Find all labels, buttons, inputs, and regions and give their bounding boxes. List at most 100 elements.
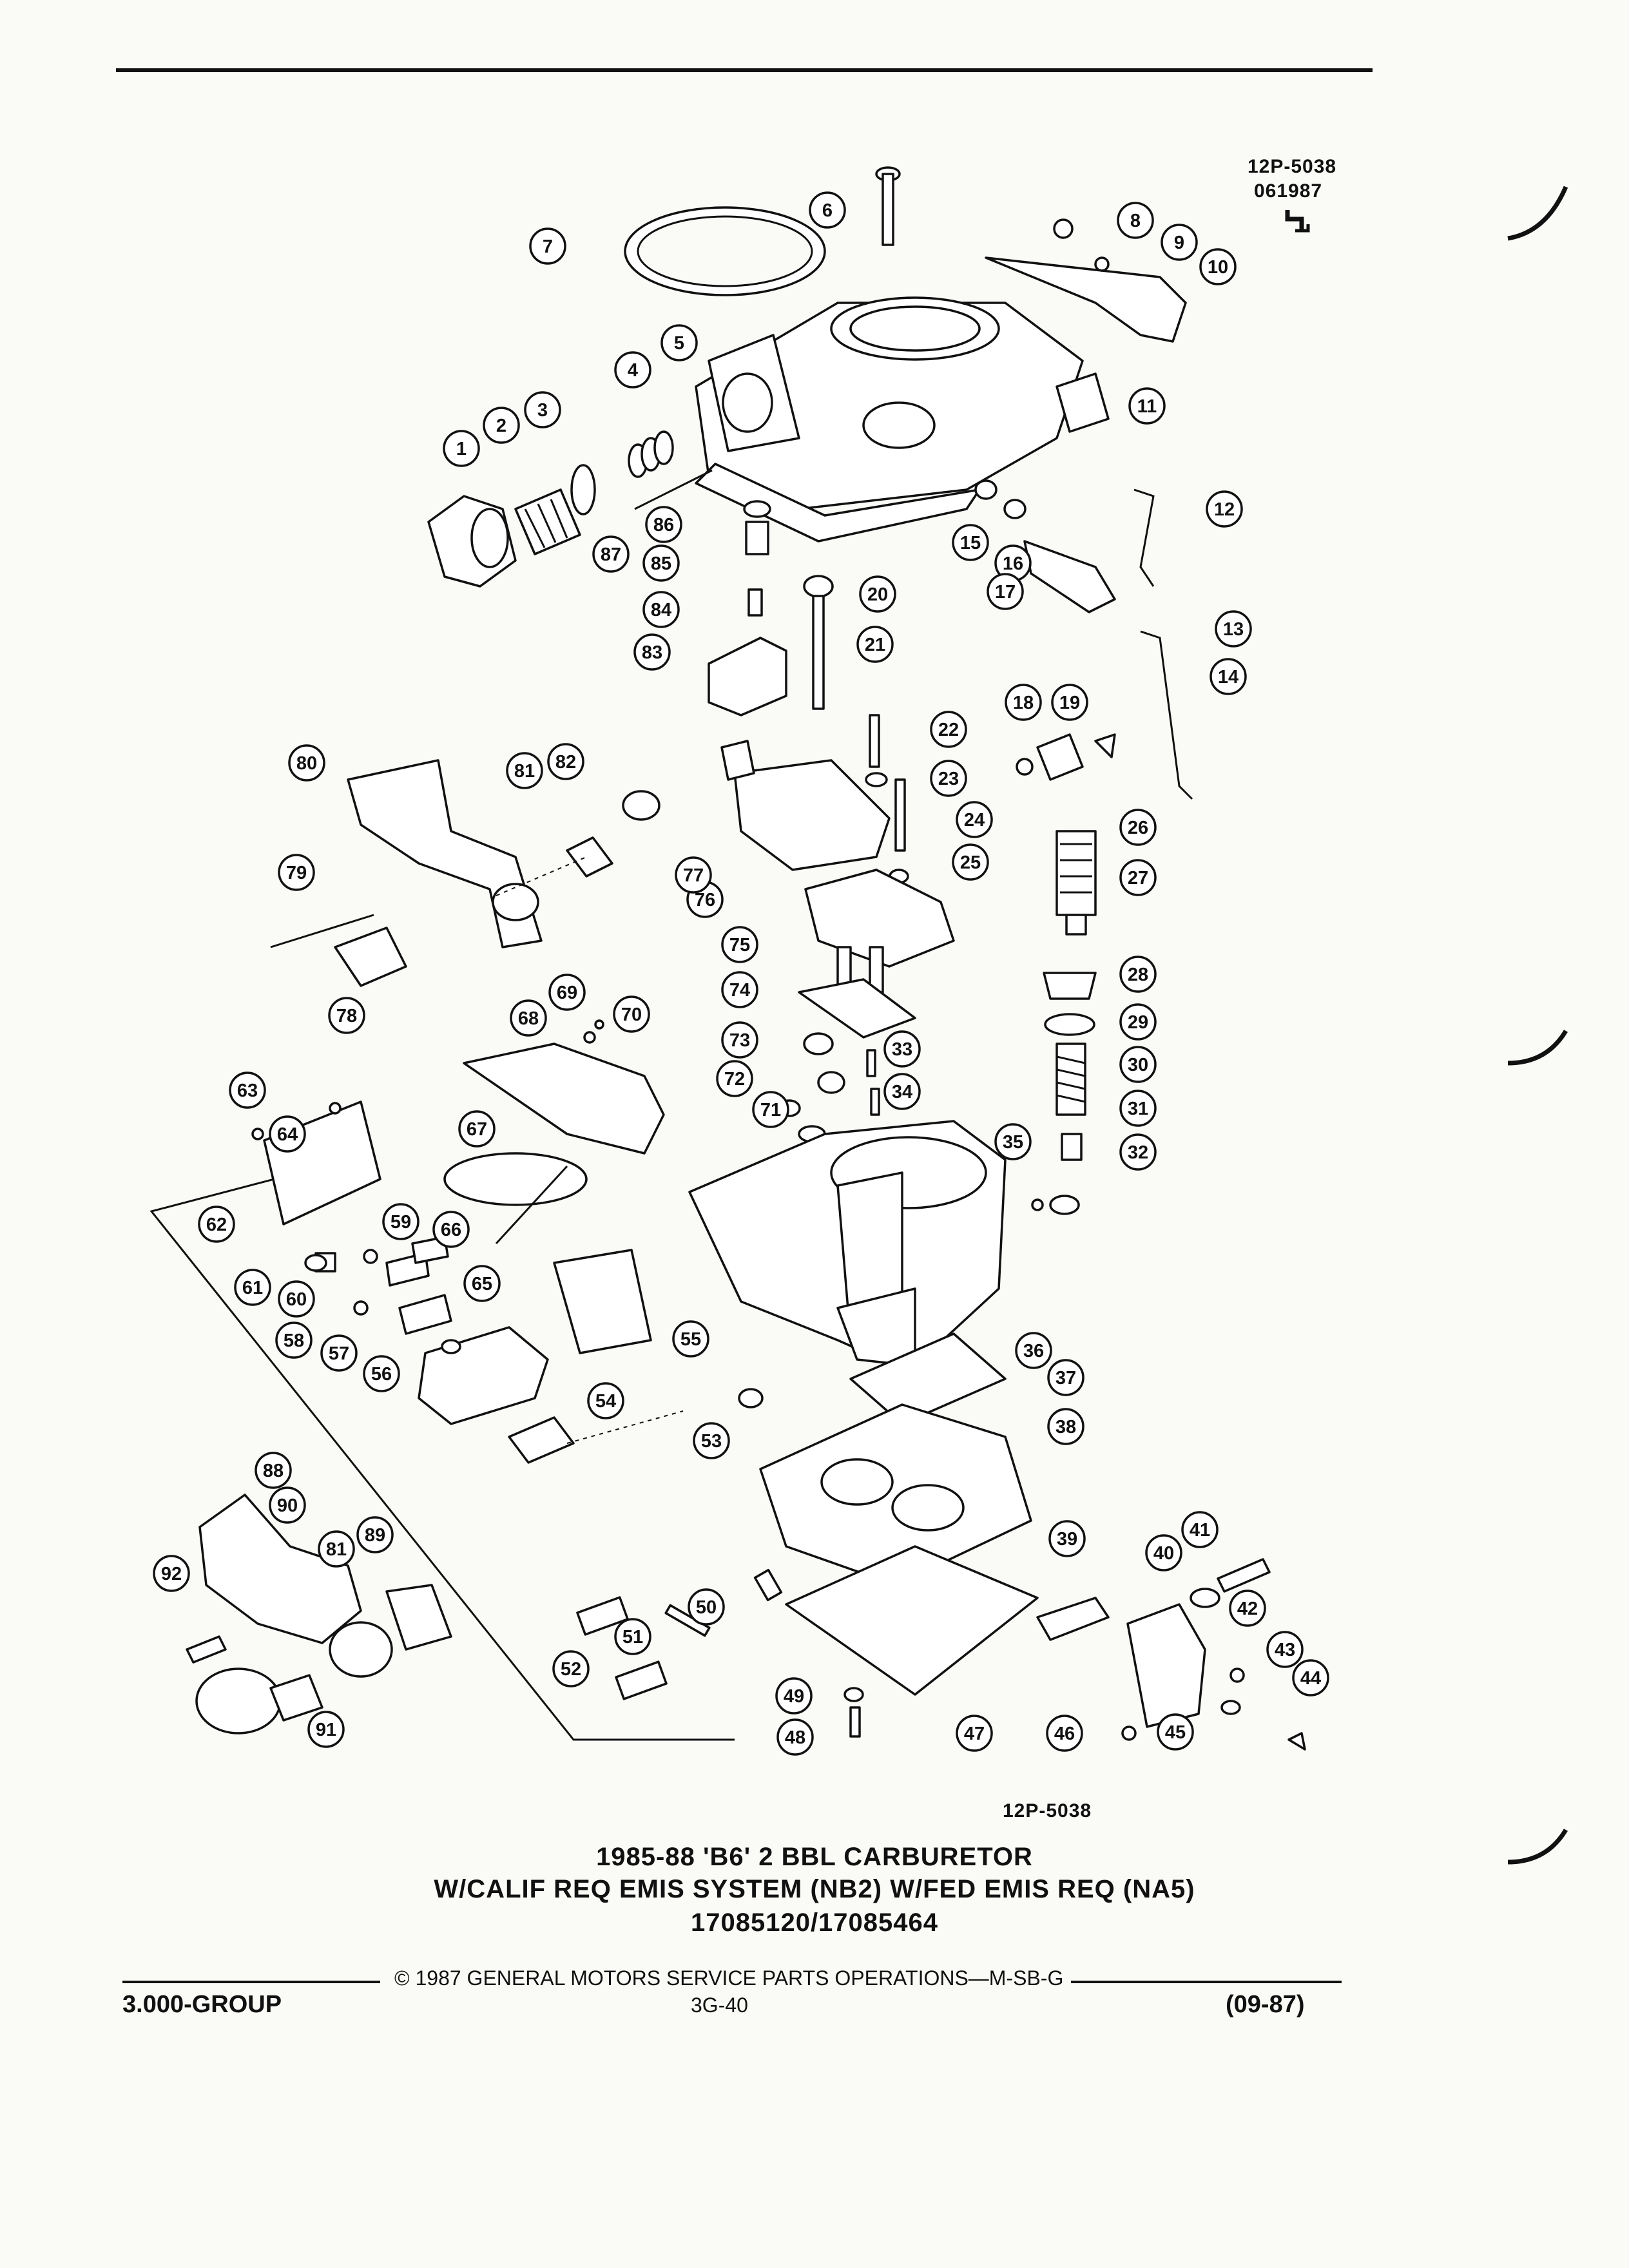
ring-gasket [624, 206, 826, 296]
callout-26: 26 [1119, 809, 1157, 846]
callout-45: 45 [1157, 1713, 1194, 1751]
figure-code-top: 12P-5038 [1248, 156, 1337, 177]
top-rule [116, 68, 1373, 72]
part-91-vacuum-break [195, 1667, 282, 1735]
callout-label: 85 [651, 553, 671, 574]
callout-57: 57 [320, 1334, 358, 1372]
callout-label: 25 [960, 852, 981, 873]
callout-label: 60 [286, 1289, 307, 1310]
dashed-link-53 [566, 1410, 684, 1444]
part-63 [251, 1128, 264, 1140]
throttle-lever [985, 256, 1187, 343]
callout-86: 86 [645, 506, 682, 543]
callout-label: 20 [867, 584, 888, 605]
callout-label: 41 [1190, 1520, 1210, 1541]
callout-label: 58 [284, 1331, 304, 1351]
margin-mark-1 [1507, 186, 1568, 241]
callout-69: 69 [548, 974, 586, 1011]
revision-date: (09-87) [1226, 1991, 1305, 2018]
page-number: 3G-40 [691, 1994, 748, 2017]
title-line-2: W/CALIF REQ EMIS SYSTEM (NB2) W/FED EMIS… [434, 1875, 1195, 1903]
callout-33: 33 [883, 1030, 921, 1068]
callout-8: 8 [1117, 202, 1154, 239]
callout-55: 55 [672, 1320, 709, 1358]
callout-label: 59 [390, 1212, 411, 1233]
callout-label: 63 [237, 1081, 258, 1101]
margin-mark-3 [1507, 1829, 1568, 1865]
pump-return-spring [1055, 1043, 1086, 1116]
callout-label: 61 [242, 1278, 263, 1298]
callout-28: 28 [1119, 956, 1157, 993]
callout-17: 17 [987, 573, 1024, 610]
callout-71: 71 [752, 1091, 789, 1128]
part-35 [1031, 1198, 1044, 1211]
pump-rod [634, 469, 713, 510]
callout-label: 88 [263, 1461, 284, 1481]
callout-24: 24 [956, 801, 993, 838]
callout-22: 22 [930, 711, 967, 748]
callout-label: 81 [514, 761, 535, 782]
screw-22 [869, 714, 880, 768]
callout-label: 13 [1223, 619, 1244, 640]
callout-label: 26 [1128, 818, 1148, 838]
part-59 [363, 1249, 378, 1264]
callout-label: 82 [555, 752, 576, 773]
callout-label: 83 [642, 642, 662, 663]
callout-label: 32 [1128, 1142, 1148, 1163]
callout-64: 64 [269, 1115, 306, 1153]
part-66 [411, 1236, 449, 1264]
callout-92: 92 [153, 1555, 190, 1592]
callout-13: 13 [1215, 610, 1252, 648]
callout-label: 74 [729, 980, 750, 1001]
callout-3: 3 [524, 391, 561, 428]
callout-72: 72 [716, 1060, 753, 1097]
callout-label: 12 [1214, 499, 1235, 520]
callout-label: 15 [960, 533, 981, 553]
callout-label: 23 [938, 769, 959, 789]
bracket-boss [492, 883, 539, 921]
callout-49: 49 [775, 1677, 813, 1715]
callout-70: 70 [613, 995, 650, 1033]
needle [747, 588, 763, 617]
callout-12: 12 [1206, 490, 1243, 528]
part-73 [817, 1071, 845, 1094]
copyright-text: © 1987 GENERAL MOTORS SERVICE PARTS OPER… [394, 1966, 1064, 1990]
part-81-top [566, 836, 613, 878]
part-79 [270, 914, 374, 948]
callout-label: 10 [1208, 257, 1228, 278]
callout-91: 91 [307, 1711, 345, 1748]
nut-82 [622, 790, 660, 821]
part-43 [1229, 1667, 1245, 1683]
callout-47: 47 [956, 1715, 993, 1752]
callout-label: 87 [601, 544, 621, 565]
inlet-fitting [427, 495, 517, 588]
choke-lever [1055, 372, 1110, 433]
callout-label: 47 [964, 1724, 985, 1744]
carburetor-exploded-diagram: 1234567891011121314151617181920212223242… [149, 166, 1329, 1756]
venturi-cluster [804, 869, 955, 968]
footer-rule-left [122, 1981, 380, 1983]
metering-rod [803, 575, 834, 710]
callout-14: 14 [1210, 658, 1247, 695]
callout-48: 48 [776, 1718, 814, 1756]
callout-label: 6 [822, 200, 833, 221]
callout-label: 46 [1054, 1724, 1075, 1744]
callout-90: 90 [269, 1486, 306, 1524]
part-69 [594, 1019, 604, 1030]
part-45 [1220, 1700, 1241, 1715]
callout-label: 66 [441, 1220, 461, 1240]
accelerator-pump [1055, 830, 1097, 936]
callout-label: 53 [701, 1431, 722, 1452]
callout-label: 86 [653, 515, 674, 535]
callout-16: 16 [994, 544, 1032, 582]
callout-67: 67 [458, 1110, 496, 1148]
callout-5: 5 [660, 324, 698, 361]
callout-23: 23 [930, 760, 967, 797]
callout-label: 76 [695, 890, 715, 910]
callout-label: 42 [1237, 1599, 1258, 1619]
callout-label: 17 [995, 582, 1016, 602]
callout-label: 79 [286, 863, 307, 883]
lever-nut [1094, 256, 1110, 272]
callout-label: 5 [674, 333, 684, 354]
callout-66: 66 [432, 1211, 470, 1248]
